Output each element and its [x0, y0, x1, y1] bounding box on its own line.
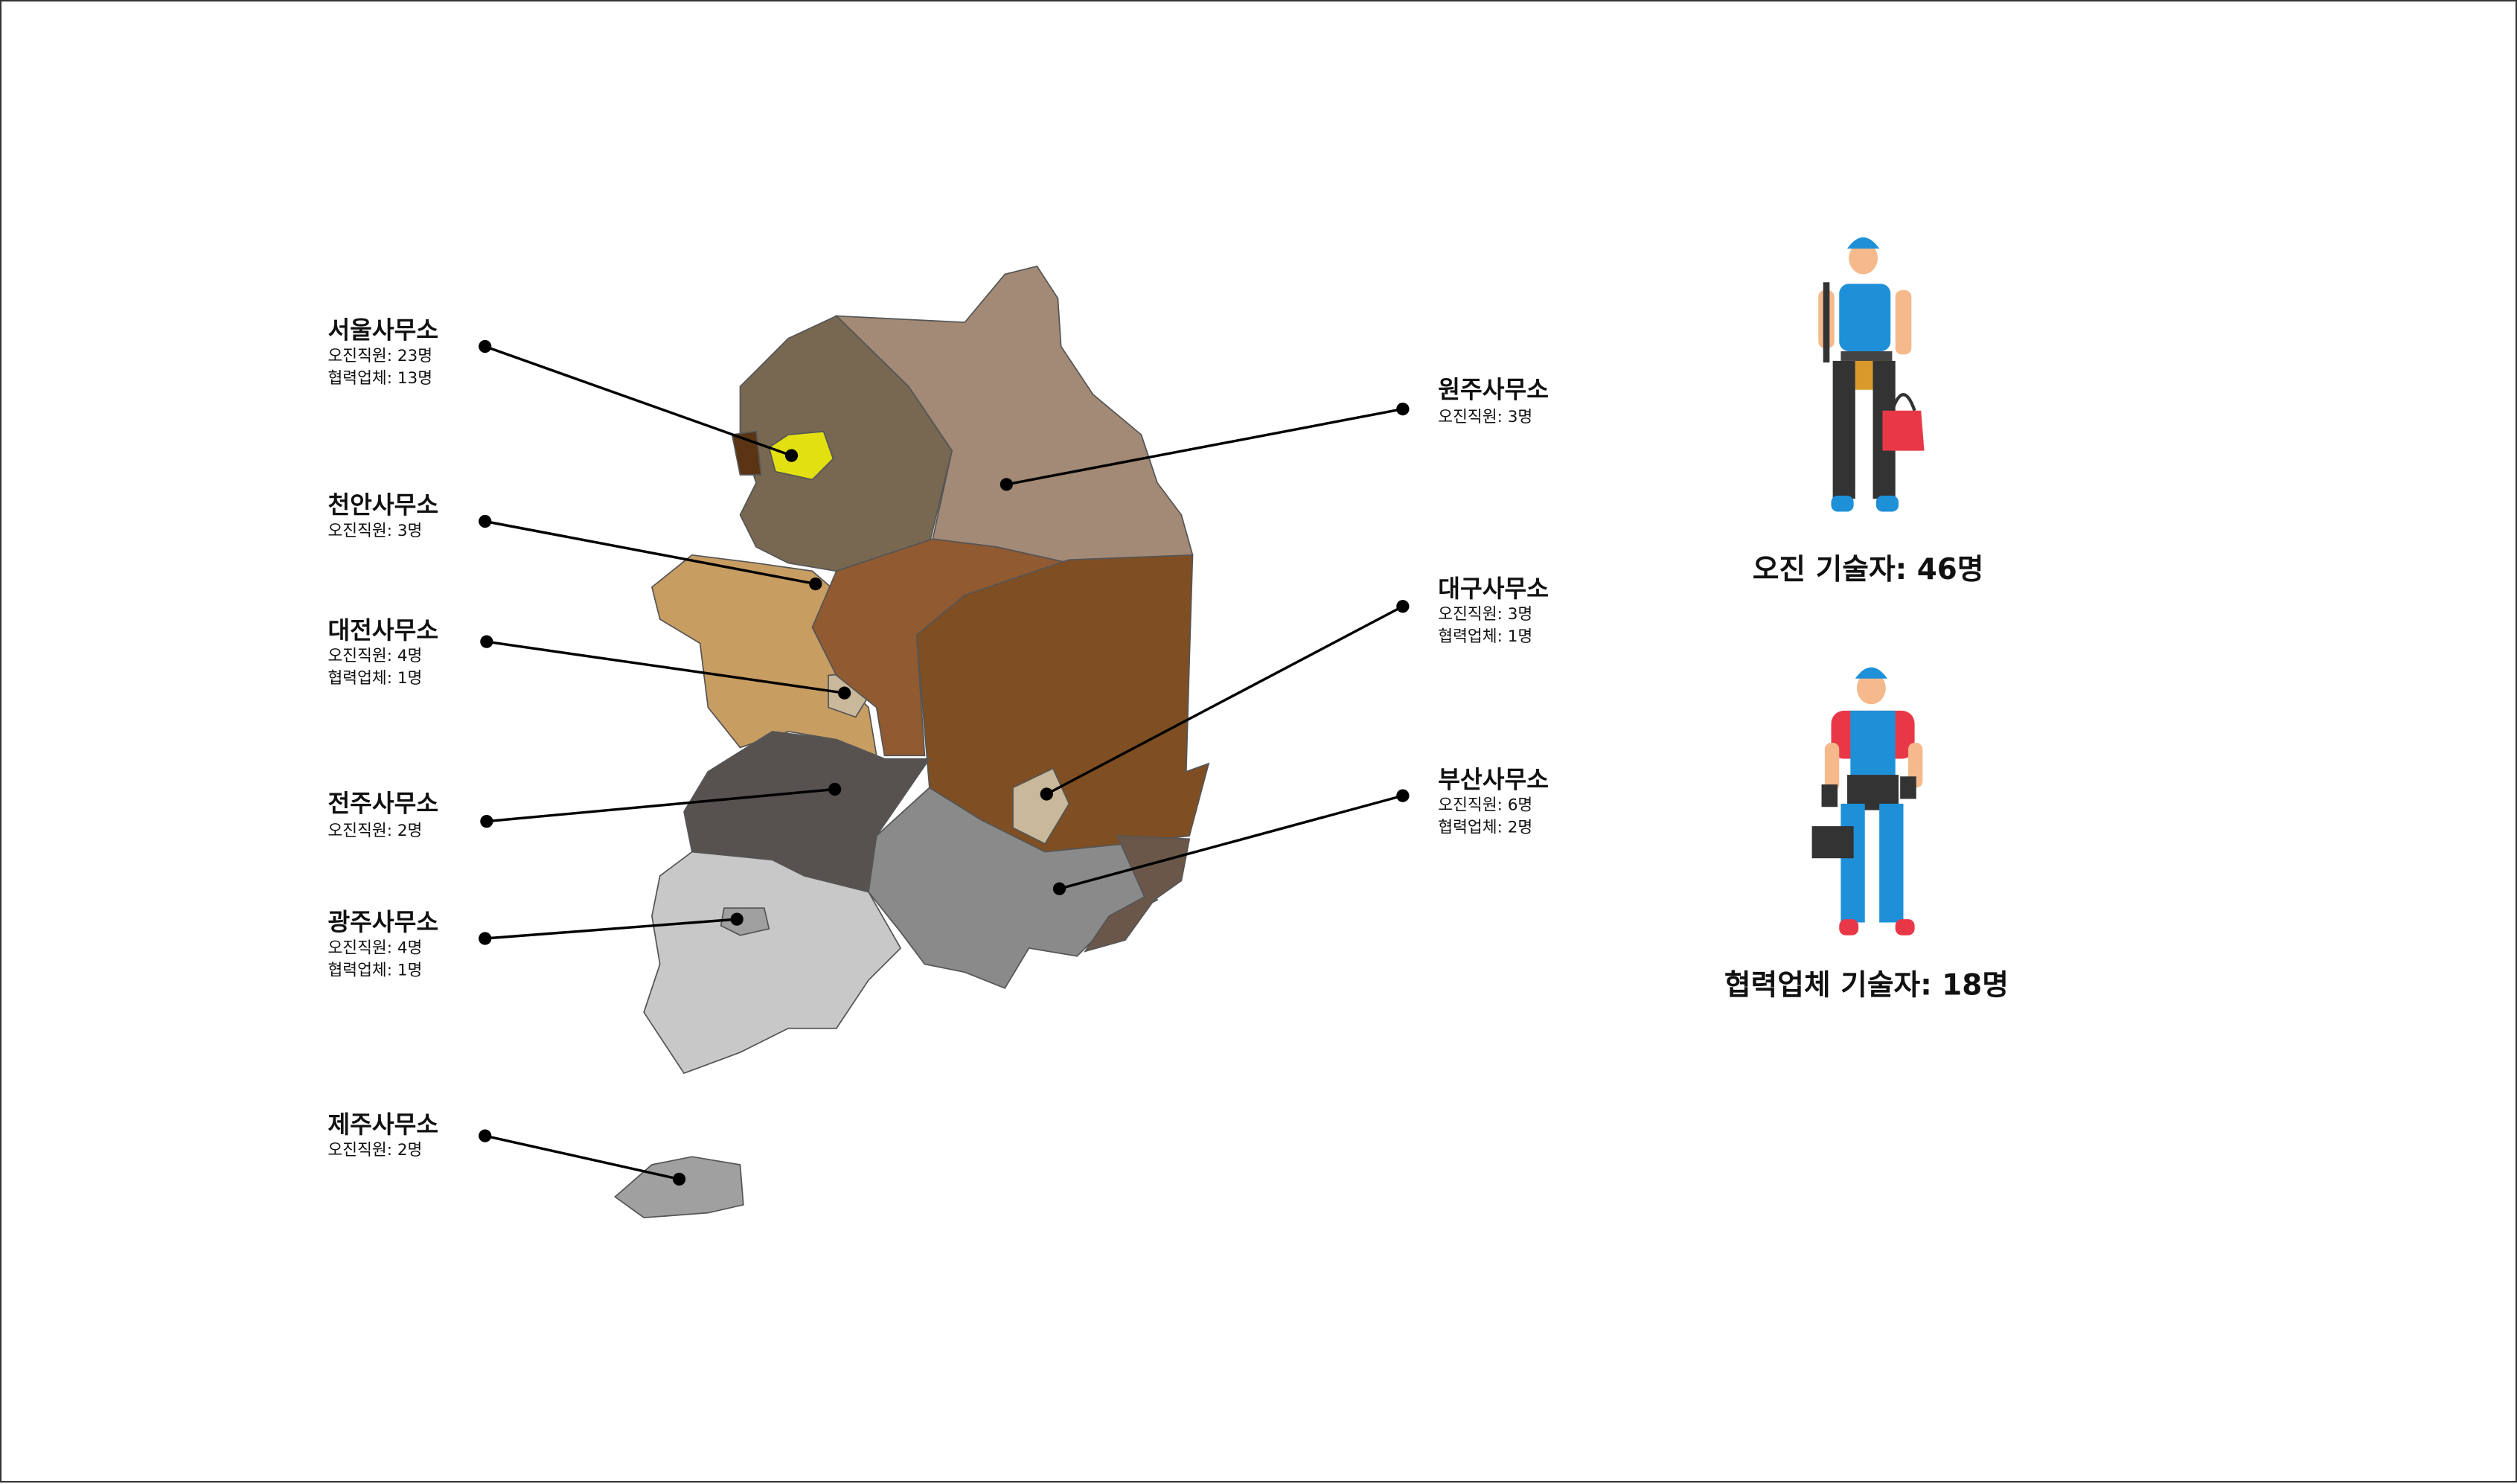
office-name: 천안사무소: [327, 491, 438, 519]
office-label-cheonan: 천안사무소 오진직원: 3명: [327, 491, 438, 540]
office-name: 서울사무소: [327, 316, 438, 345]
office-stat: 오진직원: 6명: [1438, 796, 1532, 815]
office-stat: 협력업체: 1명: [327, 962, 422, 980]
office-name: 대구사무소: [1438, 575, 1549, 603]
office-stat: 오진직원: 4명: [327, 938, 422, 957]
region-chungbuk: [811, 538, 1072, 757]
office-stat: 오진직원: 2명: [327, 822, 422, 840]
region-chungnam: [650, 554, 877, 757]
region-ulsan-busan: [1083, 835, 1191, 953]
region-gangwon: [834, 265, 1194, 564]
region-daegu: [1012, 767, 1070, 845]
region-seoul: [768, 430, 834, 481]
ojin-technician-icon: [1818, 237, 1925, 512]
office-name: 광주사무소: [327, 908, 438, 936]
partner-technician-icon: [1811, 667, 1923, 936]
region-gyeongnam: [868, 787, 1159, 989]
office-stat: 오진직원: 3명: [1438, 408, 1532, 426]
office-stat: 오진직원: 3명: [1438, 605, 1532, 624]
office-label-daegu: 대구사무소 오진직원: 3명 협력업체: 1명: [1438, 575, 1549, 646]
region-incheon: [731, 430, 762, 476]
office-name: 원주사무소: [1438, 375, 1549, 403]
office-name: 전주사무소: [327, 790, 438, 818]
office-stat: 오진직원: 2명: [327, 1141, 422, 1160]
office-label-daejeon: 대전사무소 오진직원: 4명 협력업체: 1명: [327, 616, 438, 688]
office-name: 제주사무소: [327, 1110, 438, 1139]
partner-technician-total: 협력업체 기술자: 18명: [1724, 968, 2009, 1002]
office-label-jeonju: 전주사무소 오진직원: 2명: [327, 790, 438, 840]
office-label-seoul: 서울사무소 오진직원: 23명 협력업체: 13명: [327, 316, 438, 388]
office-stat: 오진직원: 3명: [327, 522, 422, 540]
leader-lines: [479, 339, 1410, 1186]
region-jeonnam: [643, 851, 902, 1075]
office-name: 대전사무소: [327, 616, 438, 645]
office-stat: 협력업체: 13명: [327, 369, 432, 388]
office-stat: 협력업체: 1명: [327, 669, 422, 688]
region-jeju: [613, 1156, 744, 1219]
ojin-technician-total: 오진 기술자: 46명: [1753, 553, 1984, 586]
office-label-wonju: 원주사무소 오진직원: 3명: [1438, 375, 1549, 426]
office-stat: 오진직원: 23명: [327, 347, 432, 365]
office-label-jeju: 제주사무소 오진직원: 2명: [327, 1110, 438, 1160]
office-stat: 협력업체: 2명: [1438, 819, 1532, 837]
office-stat: 협력업체: 1명: [1438, 627, 1532, 646]
office-name: 부산사무소: [1438, 765, 1549, 793]
office-stat: 오진직원: 4명: [327, 647, 422, 665]
office-label-busan: 부산사무소 오진직원: 6명 협력업체: 2명: [1438, 765, 1549, 837]
office-label-gwangju: 광주사무소 오진직원: 4명 협력업체: 1명: [327, 908, 438, 979]
map-regions: [613, 265, 1210, 1219]
